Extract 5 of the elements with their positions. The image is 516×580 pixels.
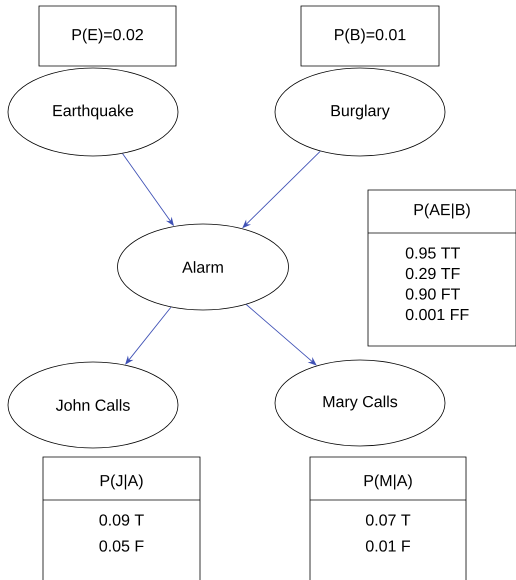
- probability-box: P(E)=0.02: [38, 6, 176, 66]
- probability-table: P(AE|B) 0.95 TT 0.29 TF 0.90 FT 0.001 FF: [368, 190, 516, 346]
- probability-table: P(J|A) 0.09 T 0.05 F: [42, 456, 200, 580]
- probability-box: P(B)=0.01: [300, 6, 440, 66]
- probability-table: P(M|A) 0.07 T 0.01 F: [310, 456, 466, 580]
